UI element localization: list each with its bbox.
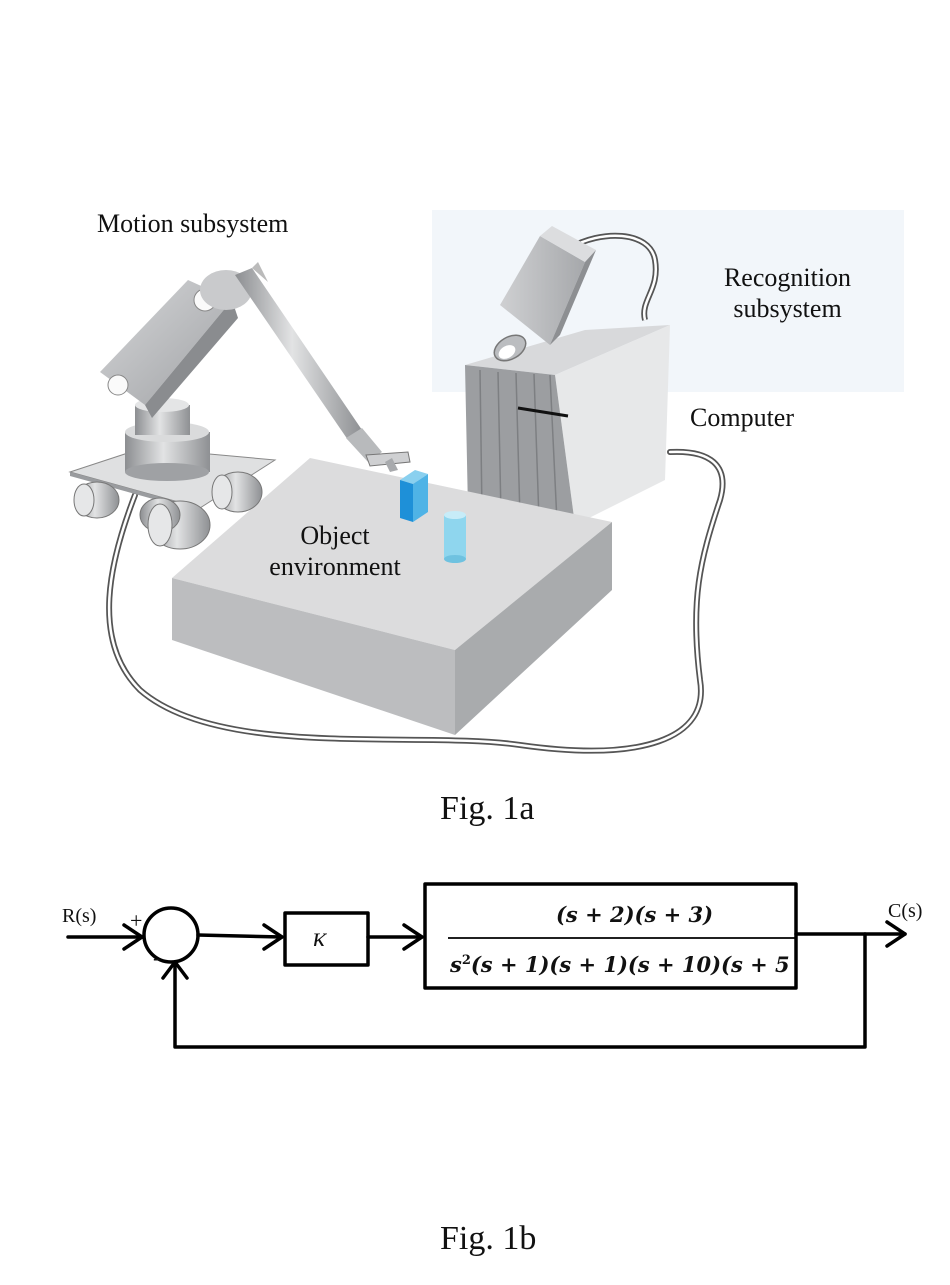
gain-block: [283, 911, 370, 967]
label-recognition-subsystem: Recognition subsystem: [705, 262, 870, 324]
plant-block: [423, 882, 798, 990]
label-object-line1: Object: [300, 521, 370, 550]
feedback-path: [173, 932, 867, 1049]
feedback-arrowhead: [161, 960, 189, 980]
robot-system-illustration: [68, 210, 904, 754]
output-arrowhead: [885, 920, 907, 948]
label-computer: Computer: [690, 403, 794, 432]
transfer-numerator: (s + 2)(s + 3): [556, 902, 714, 927]
blue-cube: [400, 470, 428, 522]
robot-arm: [100, 262, 411, 472]
label-recognition-line1: Recognition: [723, 263, 852, 292]
minus-sign: -: [153, 945, 161, 970]
input-label: R(s): [62, 905, 97, 927]
cylinder: [444, 511, 466, 563]
denominator-factors: (s + 1)(s + 1)(s + 10)(s + 5: [470, 952, 790, 977]
object-table: [172, 458, 612, 735]
label-motion-subsystem: Motion subsystem: [97, 209, 289, 238]
label-object-environment: Object environment: [250, 520, 420, 582]
plus-sign: +: [130, 908, 143, 933]
caption-fig-1a: Fig. 1a: [440, 790, 535, 827]
camera: [493, 226, 596, 362]
label-object-line2: environment: [269, 552, 401, 582]
label-recognition-line2: subsystem: [733, 294, 842, 324]
output-label: C(s): [888, 900, 923, 922]
robot-base: [68, 398, 277, 550]
caption-fig-1b: Fig. 1b: [440, 1220, 537, 1257]
computer-tower: [465, 325, 670, 525]
denominator-exponent: 2: [461, 953, 471, 968]
input-arrowhead: [122, 923, 144, 951]
denominator-base: s: [450, 952, 462, 977]
transfer-denominator: s2(s + 1)(s + 1)(s + 10)(s + 5: [450, 952, 794, 977]
gain-label: K: [312, 928, 327, 946]
